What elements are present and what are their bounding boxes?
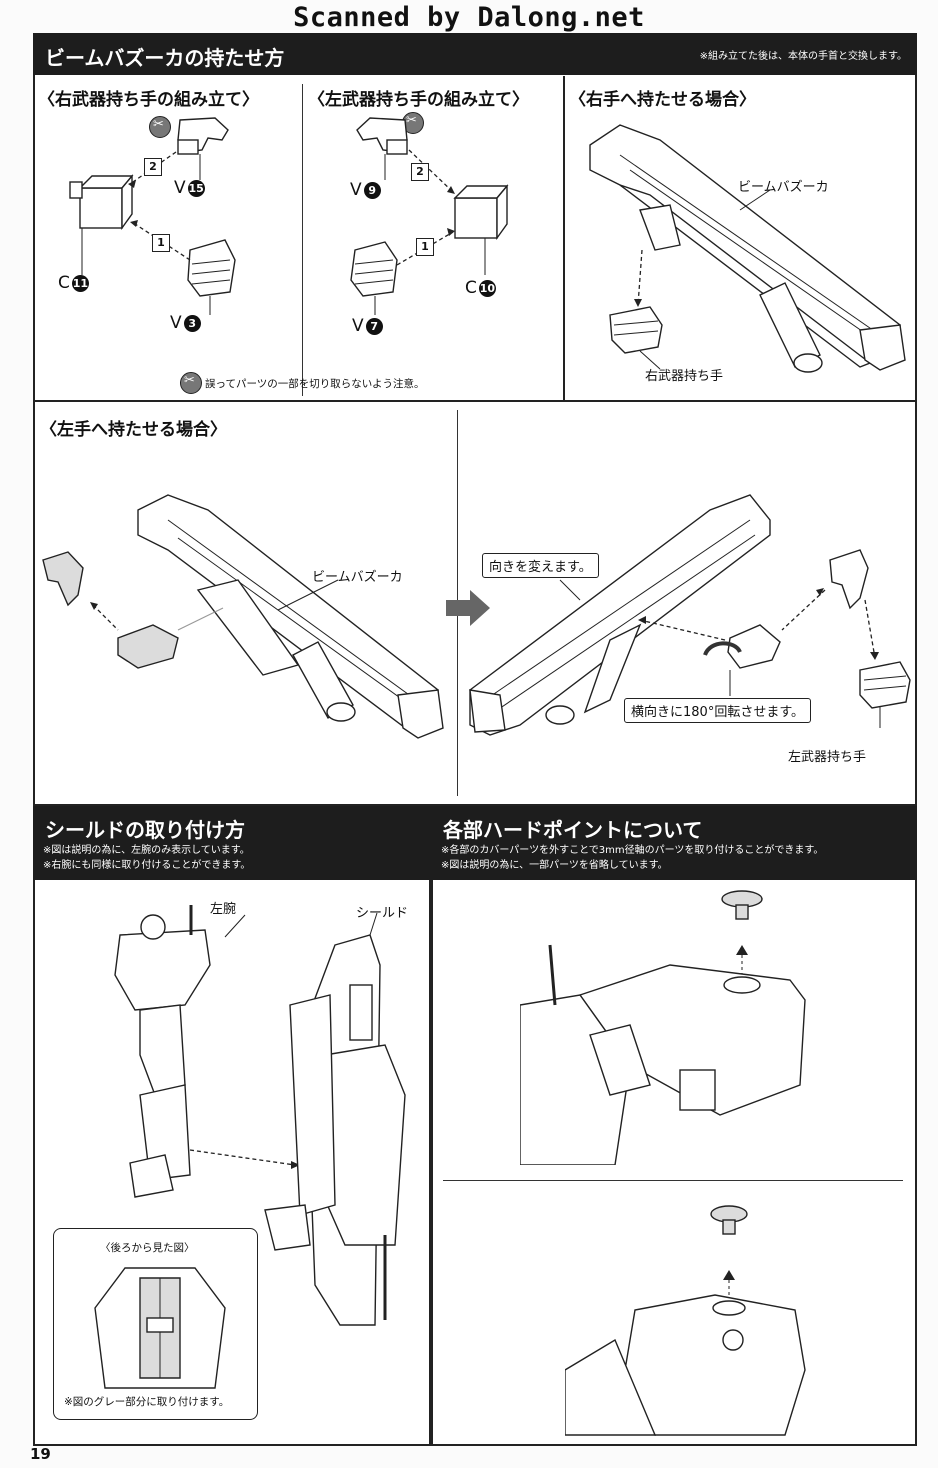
cut-caution-icon xyxy=(149,116,171,138)
cut-caution-icon xyxy=(180,372,202,394)
left-hand-bazooka-before xyxy=(42,494,444,739)
rear-view-title: 〈後ろから見た図〉 xyxy=(100,1242,195,1254)
step-1-marker: 1 xyxy=(416,238,434,256)
page-number: 19 xyxy=(30,1445,51,1463)
divider xyxy=(302,84,303,396)
divider xyxy=(35,400,915,402)
step-1-marker: 1 xyxy=(152,234,170,252)
rear-view-note: ※図のグレー部分に取り付けます。 xyxy=(64,1396,230,1408)
right-weapon-hand-label: 右武器持ち手 xyxy=(645,369,724,384)
divider xyxy=(563,76,565,400)
step-2-marker: 2 xyxy=(411,163,429,181)
scanner-watermark: Scanned by Dalong.net xyxy=(293,2,645,33)
cut-caution-text: 誤ってパーツの一部を切り取らないよう注意。 xyxy=(205,378,425,390)
hardpoint-header: 各部ハードポイントについて ※各部のカバーパーツを外すことで3mm径軸のパーツを… xyxy=(431,806,917,880)
shield-label: シールド xyxy=(356,906,409,921)
bazooka-label: ビームバズーカ xyxy=(738,180,829,195)
orientation-callout: 向きを変えます。 xyxy=(482,553,599,578)
transition-arrow-icon xyxy=(446,590,490,626)
divider xyxy=(443,1180,903,1181)
left-assembly-heading: 〈左武器持ち手の組み立て〉 xyxy=(308,90,529,110)
beam-bazooka-header: ビームバズーカの持たせ方 ※組み立てた後は、本体の手首と交換します。 xyxy=(33,33,917,75)
right-assembly-diagram xyxy=(69,117,236,315)
right-assembly-heading: 〈右武器持ち手の組み立て〉 xyxy=(38,90,259,110)
beam-bazooka-section xyxy=(33,33,917,806)
rotation-callout: 横向きに180°回転させます。 xyxy=(624,698,812,723)
rear-view-diagram xyxy=(94,1267,226,1389)
shield-note: ※図は説明の為に、左腕のみ表示しています。 xyxy=(43,845,250,856)
beam-bazooka-title: ビームバズーカの持たせ方 xyxy=(45,46,285,70)
left-arm-label: 左腕 xyxy=(210,902,237,917)
shield-title: シールドの取り付け方 xyxy=(45,818,245,842)
hardpoint-title: 各部ハードポイントについて xyxy=(443,818,703,842)
right-hand-heading: 〈右手へ持たせる場合〉 xyxy=(569,90,756,110)
shield-note: ※右腕にも同様に取り付けることができます。 xyxy=(43,860,251,871)
hardpoint-note: ※図は説明の為に、一部パーツを省略しています。 xyxy=(441,860,668,871)
hardpoint-top-diagram xyxy=(520,890,806,1165)
left-hand-heading: 〈左手へ持たせる場合〉 xyxy=(40,420,227,440)
step-2-marker: 2 xyxy=(144,158,162,176)
shield-header: シールドの取り付け方 ※図は説明の為に、左腕のみ表示しています。 ※右腕にも同様… xyxy=(33,806,431,880)
left-weapon-hand-label: 左武器持ち手 xyxy=(788,750,867,765)
left-hand-bazooka-after xyxy=(469,494,911,736)
left-assembly-diagram xyxy=(350,117,509,315)
bazooka-label: ビームバズーカ xyxy=(312,570,403,585)
hardpoint-bottom-diagram xyxy=(565,1205,806,1436)
shield-attachment-diagram xyxy=(114,905,406,1326)
beam-bazooka-note: ※組み立てた後は、本体の手首と交換します。 xyxy=(699,51,907,62)
right-hand-bazooka-diagram xyxy=(589,124,906,373)
hardpoint-note: ※各部のカバーパーツを外すことで3mm径軸のパーツを取り付けることができます。 xyxy=(441,845,824,856)
